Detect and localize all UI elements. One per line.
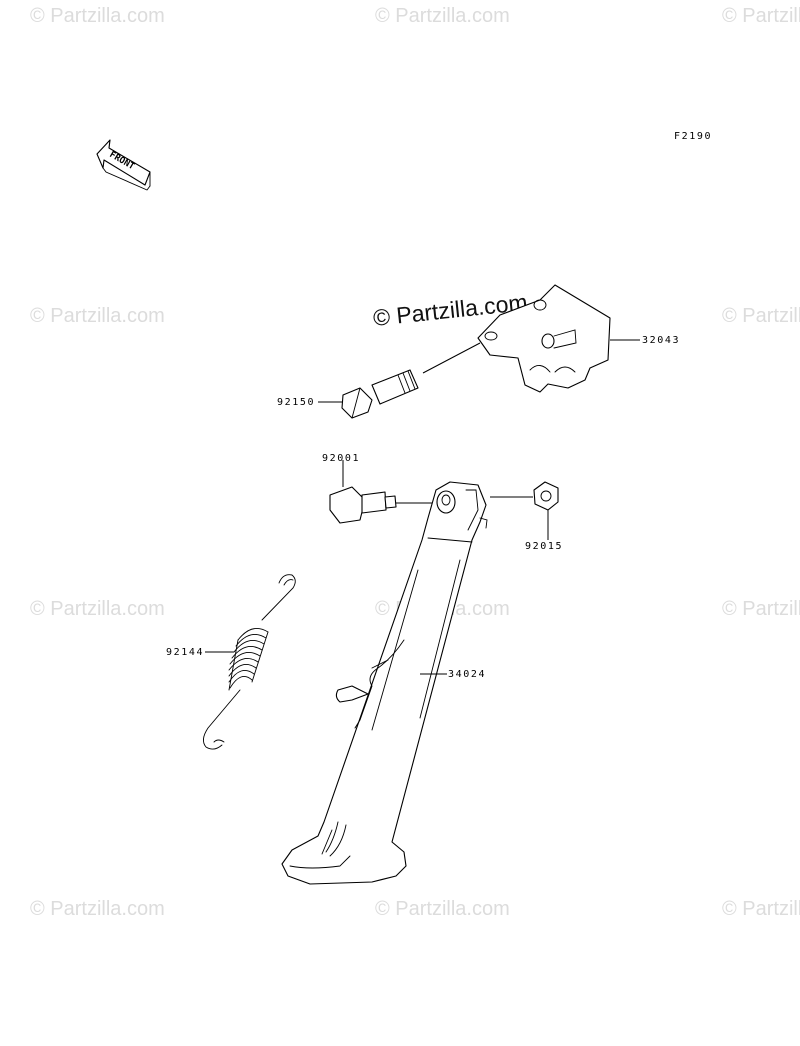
watermark: © Partzilla.com [30, 598, 165, 620]
watermark: © Partzilla.com [30, 5, 165, 27]
part-number-32043: 32043 [642, 335, 680, 346]
watermark: © Partzilla.com [722, 898, 800, 920]
watermark: © Partzilla.com [375, 5, 510, 27]
bracket-bolt-icon [341, 342, 481, 419]
watermark-layer: © Partzilla.com © Partzilla.com © Partzi… [30, 5, 800, 920]
side-stand-bracket-icon [477, 284, 611, 393]
spring-icon [203, 574, 296, 750]
watermark: © Partzilla.com [722, 305, 800, 327]
part-number-34024: 34024 [448, 669, 486, 680]
front-arrow-icon: FRONT [96, 139, 151, 191]
watermark: © Partzilla.com [375, 898, 510, 920]
part-number-92015: 92015 [525, 541, 563, 552]
part-number-92144: 92144 [166, 647, 204, 658]
watermark: © Partzilla.com [30, 305, 165, 327]
pivot-bolt-icon [329, 486, 440, 524]
watermark: © Partzilla.com [722, 598, 800, 620]
watermark: © Partzilla.com [30, 898, 165, 920]
side-stand-icon [281, 481, 488, 885]
nut-icon [490, 481, 559, 511]
part-number-92150: 92150 [277, 397, 315, 408]
part-number-92001: 92001 [322, 453, 360, 464]
watermark: © Partzilla.com [722, 5, 800, 27]
diagram-code: F2190 [674, 131, 712, 142]
